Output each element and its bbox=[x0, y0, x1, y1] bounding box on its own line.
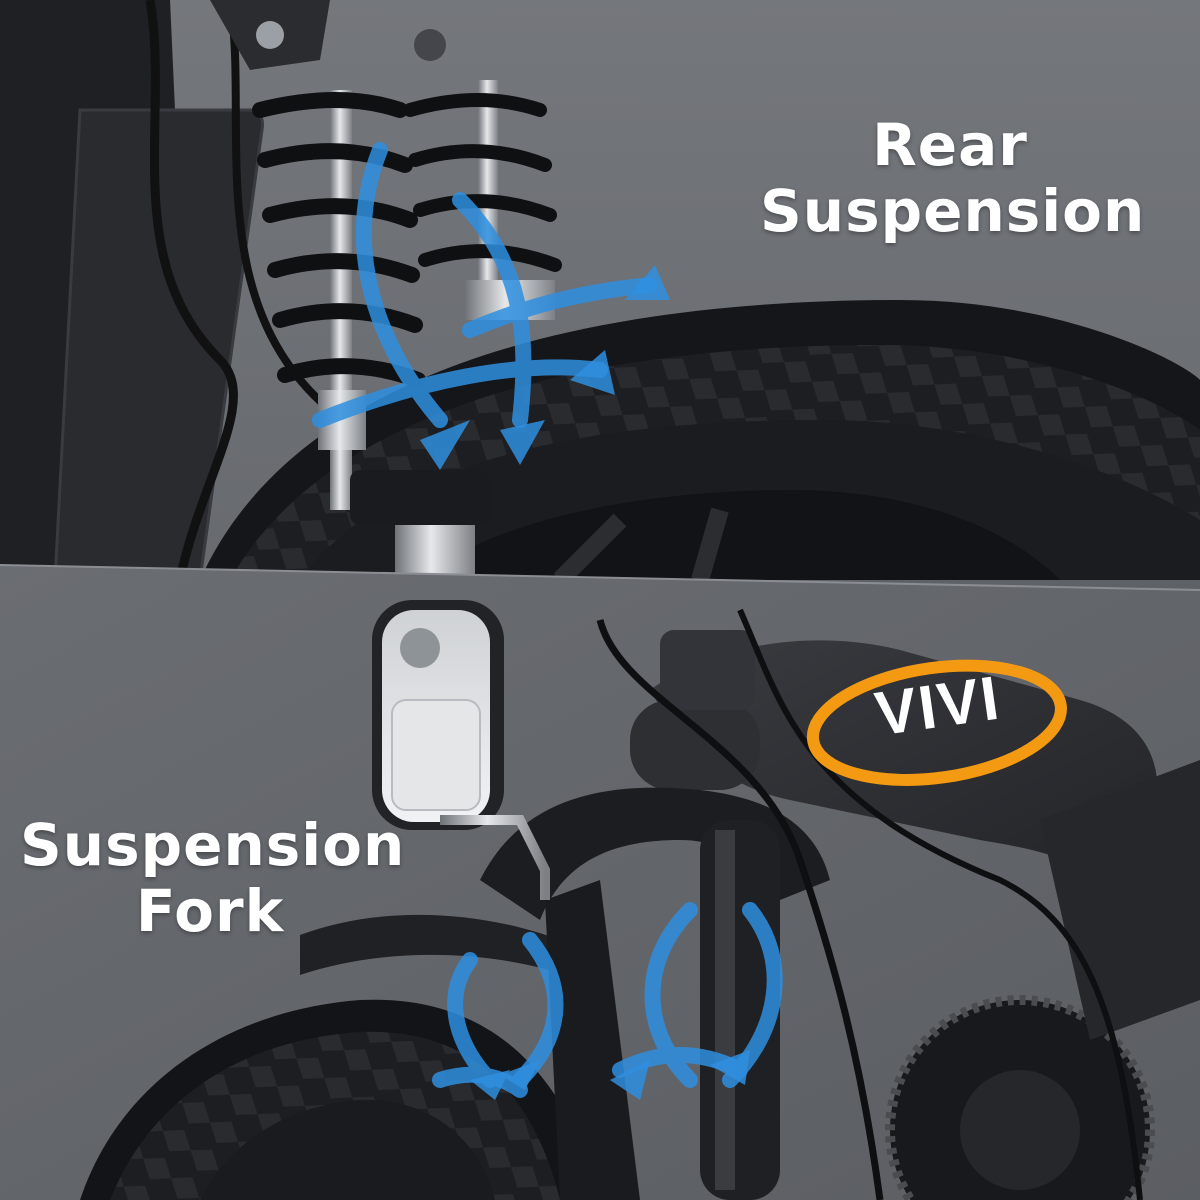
fork-caption-line2: Fork bbox=[135, 877, 285, 945]
rear-caption-line2: Suspension bbox=[760, 177, 1146, 245]
vivi-logo bbox=[806, 659, 1067, 786]
suspension-fork-photo bbox=[0, 564, 1200, 1200]
rear-suspension-photo bbox=[0, 0, 1200, 587]
suspension-fork-caption: Suspension Fork bbox=[20, 811, 406, 945]
rear-caption-line1: Rear bbox=[872, 111, 1028, 179]
rear-suspension-caption: Rear Suspension bbox=[760, 111, 1146, 245]
headlight bbox=[372, 600, 550, 900]
fork-caption-line1: Suspension bbox=[20, 811, 406, 879]
